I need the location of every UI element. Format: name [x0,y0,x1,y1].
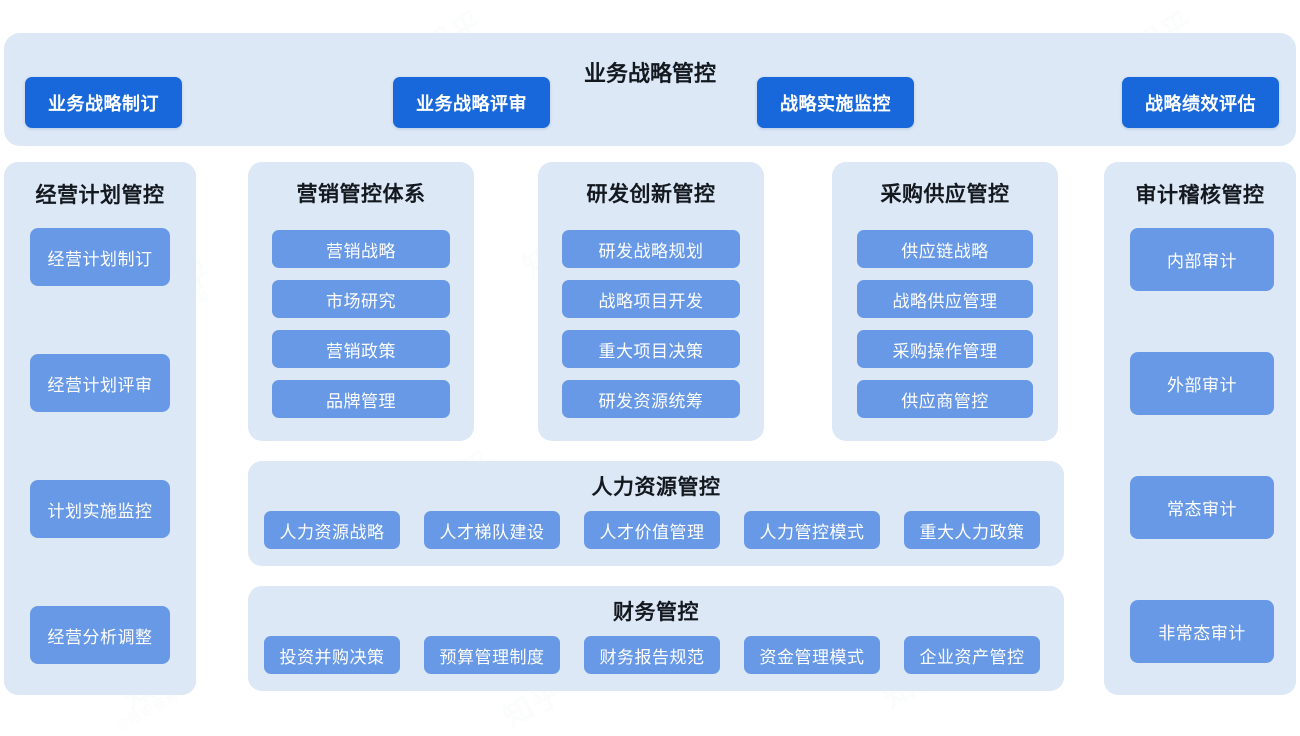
card-procurement-supply-control: 采购供应管控 供应链战略 战略供应管理 采购操作管理 供应商管控 [832,162,1058,441]
card-title-marketing-control-system: 营销管控体系 [296,183,426,206]
finance-item-budget-system[interactable]: 预算管理制度 [424,636,560,674]
finance-item-enterprise-asset-control[interactable]: 企业资产管控 [904,636,1040,674]
audit-item-non-routine[interactable]: 非常态审计 [1130,600,1274,663]
plan-item-formulation[interactable]: 经营计划制订 [30,228,170,286]
purchase-item-supply-chain-strategy[interactable]: 供应链战略 [857,230,1033,268]
purchase-item-supplier-control[interactable]: 供应商管控 [857,380,1033,418]
card-audit-inspection-control: 审计稽核管控 内部审计 外部审计 常态审计 非常态审计 [1104,162,1296,695]
rnd-item-strategic-project-development[interactable]: 战略项目开发 [562,280,740,318]
plan-item-analysis-adjustment[interactable]: 经营分析调整 [30,606,170,664]
purchase-item-operation-management[interactable]: 采购操作管理 [857,330,1033,368]
card-title-financial-control: 财务管控 [613,601,699,624]
marketing-item-brand-management[interactable]: 品牌管理 [272,380,450,418]
banner-button-strategy-formulation[interactable]: 业务战略制订 [25,77,182,128]
marketing-item-market-research[interactable]: 市场研究 [272,280,450,318]
banner-title: 业务战略管控 [583,61,716,86]
rnd-item-resource-coordination[interactable]: 研发资源统筹 [562,380,740,418]
hr-item-control-model[interactable]: 人力管控模式 [744,511,880,549]
audit-item-internal[interactable]: 内部审计 [1130,228,1274,291]
hr-item-major-policy[interactable]: 重大人力政策 [904,511,1040,549]
plan-item-implementation-monitoring[interactable]: 计划实施监控 [30,480,170,538]
hr-item-talent-value-management[interactable]: 人才价值管理 [584,511,720,549]
card-human-resource-control: 人力资源管控 人力资源战略 人才梯队建设 人才价值管理 人力管控模式 重大人力政… [248,461,1064,566]
plan-item-review[interactable]: 经营计划评审 [30,354,170,412]
hr-item-strategy[interactable]: 人力资源战略 [264,511,400,549]
business-strategy-banner: 业务战略管控 业务战略制订 业务战略评审 战略实施监控 战略绩效评估 [4,33,1296,146]
audit-item-external[interactable]: 外部审计 [1130,352,1274,415]
card-marketing-control-system: 营销管控体系 营销战略 市场研究 营销政策 品牌管理 [248,162,474,441]
rnd-item-major-project-decision[interactable]: 重大项目决策 [562,330,740,368]
marketing-item-strategy[interactable]: 营销战略 [272,230,450,268]
banner-button-strategy-implementation-monitoring[interactable]: 战略实施监控 [757,77,914,128]
banner-button-strategy-review[interactable]: 业务战略评审 [393,77,550,128]
banner-button-strategy-performance-evaluation[interactable]: 战略绩效评估 [1122,77,1279,128]
card-title-rnd-innovation-control: 研发创新管控 [586,183,716,206]
card-title-audit-inspection-control: 审计稽核管控 [1135,184,1265,207]
audit-item-routine[interactable]: 常态审计 [1130,476,1274,539]
card-title-procurement-supply-control: 采购供应管控 [880,183,1010,206]
card-financial-control: 财务管控 投资并购决策 预算管理制度 财务报告规范 资金管理模式 企业资产管控 [248,586,1064,691]
card-title-human-resource-control: 人力资源管控 [591,476,721,499]
rnd-item-strategy-planning[interactable]: 研发战略规划 [562,230,740,268]
finance-item-investment-ma-decision[interactable]: 投资并购决策 [264,636,400,674]
finance-item-fund-management-model[interactable]: 资金管理模式 [744,636,880,674]
card-operating-plan-control: 经营计划管控 经营计划制订 经营计划评审 计划实施监控 经营分析调整 [4,162,196,695]
marketing-item-policy[interactable]: 营销政策 [272,330,450,368]
hr-item-talent-pipeline[interactable]: 人才梯队建设 [424,511,560,549]
card-title-operating-plan-control: 经营计划管控 [35,184,165,207]
finance-item-reporting-standards[interactable]: 财务报告规范 [584,636,720,674]
card-rnd-innovation-control: 研发创新管控 研发战略规划 战略项目开发 重大项目决策 研发资源统筹 [538,162,764,441]
purchase-item-strategic-supply-management[interactable]: 战略供应管理 [857,280,1033,318]
